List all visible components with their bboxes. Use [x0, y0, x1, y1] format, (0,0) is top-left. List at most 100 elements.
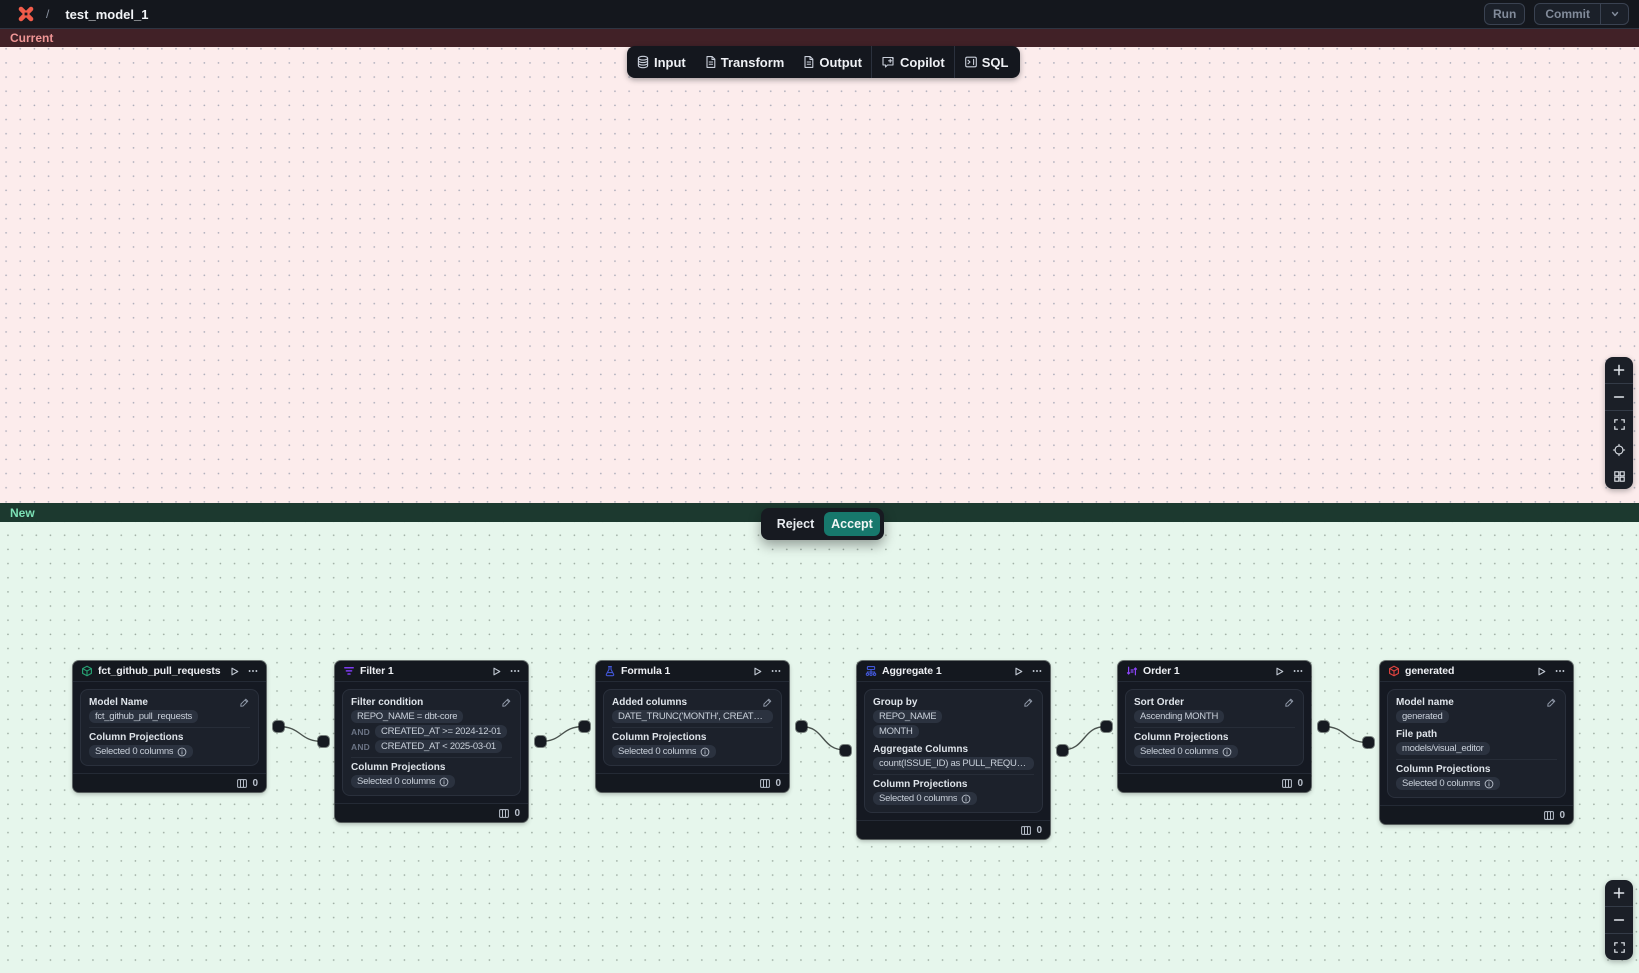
field-label: Filter condition	[351, 697, 424, 708]
node-menu-icon[interactable]	[771, 665, 781, 677]
value-chip[interactable]: models/visual_editor	[1396, 742, 1490, 755]
value-chip[interactable]: Ascending MONTH	[1134, 710, 1225, 723]
connection-handle[interactable]	[534, 736, 546, 747]
run-node-icon[interactable]	[1274, 666, 1285, 677]
info-icon	[439, 777, 449, 787]
connection-handle[interactable]	[795, 721, 807, 732]
connection-handle[interactable]	[578, 721, 590, 732]
run-node-icon[interactable]	[229, 666, 240, 677]
field-label: Added columns	[612, 697, 688, 708]
chip-text: REPO_NAME = dbt-core	[357, 711, 458, 722]
current-canvas[interactable]	[0, 47, 1639, 503]
chip-text: Ascending MONTH	[1140, 711, 1219, 722]
node-header: Order 1	[1118, 661, 1311, 682]
columns-icon	[498, 808, 510, 819]
columns-icon	[236, 778, 248, 789]
node-menu-icon[interactable]	[1293, 665, 1303, 677]
field-label: File path	[1396, 729, 1438, 740]
toolbar-item-output[interactable]: Output	[793, 46, 871, 78]
edit-icon[interactable]	[1284, 697, 1295, 708]
grid-icon[interactable]	[1605, 463, 1633, 489]
minus-icon[interactable]	[1605, 907, 1633, 933]
value-chip[interactable]: Selected 0 columns	[612, 745, 717, 758]
toolbar-item-input[interactable]: Input	[627, 46, 695, 78]
node-menu-icon[interactable]	[1555, 665, 1565, 677]
field-label: Column Projections	[351, 762, 446, 773]
connection-handle[interactable]	[839, 744, 851, 756]
chevron-down-icon[interactable]	[1601, 4, 1628, 24]
fit-view-icon[interactable]	[1605, 934, 1633, 960]
node-header: fct_github_pull_requests	[73, 661, 266, 682]
value-chip[interactable]: count(ISSUE_ID) as PULL_REQUEST_...	[873, 757, 1034, 770]
field-row: Ascending MONTH	[1134, 710, 1295, 723]
connection-handle[interactable]	[1317, 721, 1329, 732]
value-chip[interactable]: MONTH	[873, 725, 919, 738]
value-chip[interactable]: fct_github_pull_requests	[89, 710, 198, 723]
toolbar-item-label: Copilot	[899, 54, 945, 70]
fit-view-icon[interactable]	[1605, 411, 1633, 437]
divider	[1134, 727, 1295, 728]
run-node-icon[interactable]	[491, 666, 502, 677]
toolbar-item-sql[interactable]: SQL	[955, 46, 1018, 78]
toolbar-item-copilot[interactable]: Copilot	[872, 46, 954, 78]
database-icon	[636, 55, 650, 69]
value-chip[interactable]: Selected 0 columns	[89, 745, 194, 758]
connection-handle[interactable]	[1100, 721, 1112, 732]
connection-handle[interactable]	[1056, 744, 1068, 756]
node-menu-icon[interactable]	[1032, 665, 1042, 677]
node-footer: 0	[857, 820, 1050, 839]
connection-handle[interactable]	[317, 736, 329, 747]
connection-handle[interactable]	[272, 721, 284, 732]
run-node-icon[interactable]	[1013, 666, 1024, 677]
app-logo-icon[interactable]	[18, 6, 34, 22]
value-chip[interactable]: DATE_TRUNC('MONTH', CREATED_AT...	[612, 710, 773, 723]
edit-icon[interactable]	[239, 697, 250, 708]
connection-handle[interactable]	[1362, 737, 1374, 748]
condition-operator: AND	[351, 741, 371, 752]
accept-button[interactable]: Accept	[824, 512, 880, 536]
value-chip[interactable]: CREATED_AT < 2025-03-01	[375, 740, 502, 753]
edit-icon[interactable]	[1023, 697, 1034, 708]
field-row: REPO_NAME = dbt-core	[351, 710, 512, 723]
commit-split-button: Commit	[1534, 3, 1629, 25]
condition-operator: AND	[351, 726, 371, 737]
commit-button[interactable]: Commit	[1535, 4, 1601, 24]
node-menu-icon[interactable]	[510, 665, 520, 677]
value-chip[interactable]: Selected 0 columns	[1134, 745, 1239, 758]
reject-button[interactable]: Reject	[761, 517, 824, 531]
node-Order 1[interactable]: Order 1Sort OrderAscending MONTHColumn P…	[1118, 661, 1311, 792]
run-node-icon[interactable]	[752, 666, 763, 677]
edit-icon[interactable]	[1546, 697, 1557, 708]
sql-icon	[964, 55, 978, 69]
value-chip[interactable]: generated	[1396, 710, 1449, 723]
run-node-icon[interactable]	[1536, 666, 1547, 677]
locate-icon[interactable]	[1605, 437, 1633, 463]
breadcrumb: / test_model_1	[10, 6, 148, 22]
node-menu-icon[interactable]	[248, 665, 258, 677]
column-count: 0	[252, 777, 258, 789]
value-chip[interactable]: REPO_NAME	[873, 710, 943, 723]
minus-icon[interactable]	[1605, 384, 1633, 410]
node-Aggregate 1[interactable]: Aggregate 1Group byREPO_NAMEMONTHAggrega…	[857, 661, 1050, 839]
edit-icon[interactable]	[501, 697, 512, 708]
plus-icon[interactable]	[1605, 880, 1633, 906]
plus-icon[interactable]	[1605, 357, 1633, 383]
toolbar-item-transform[interactable]: Transform	[695, 46, 794, 78]
field-row: MONTH	[873, 725, 1034, 738]
value-chip[interactable]: Selected 0 columns	[873, 792, 978, 805]
columns-icon	[1543, 810, 1555, 821]
value-chip[interactable]: Selected 0 columns	[351, 775, 456, 788]
node-Filter 1[interactable]: Filter 1Filter conditionREPO_NAME = dbt-…	[335, 661, 528, 822]
value-chip[interactable]: CREATED_AT >= 2024-12-01	[375, 725, 508, 738]
edit-icon[interactable]	[762, 697, 773, 708]
value-chip[interactable]: REPO_NAME = dbt-core	[351, 710, 464, 723]
field-row: Selected 0 columns	[351, 775, 512, 788]
value-chip[interactable]: Selected 0 columns	[1396, 777, 1501, 790]
node-Formula 1[interactable]: Formula 1Added columnsDATE_TRUNC('MONTH'…	[596, 661, 789, 792]
run-button[interactable]: Run	[1484, 3, 1526, 25]
field-row: DATE_TRUNC('MONTH', CREATED_AT...	[612, 710, 773, 723]
